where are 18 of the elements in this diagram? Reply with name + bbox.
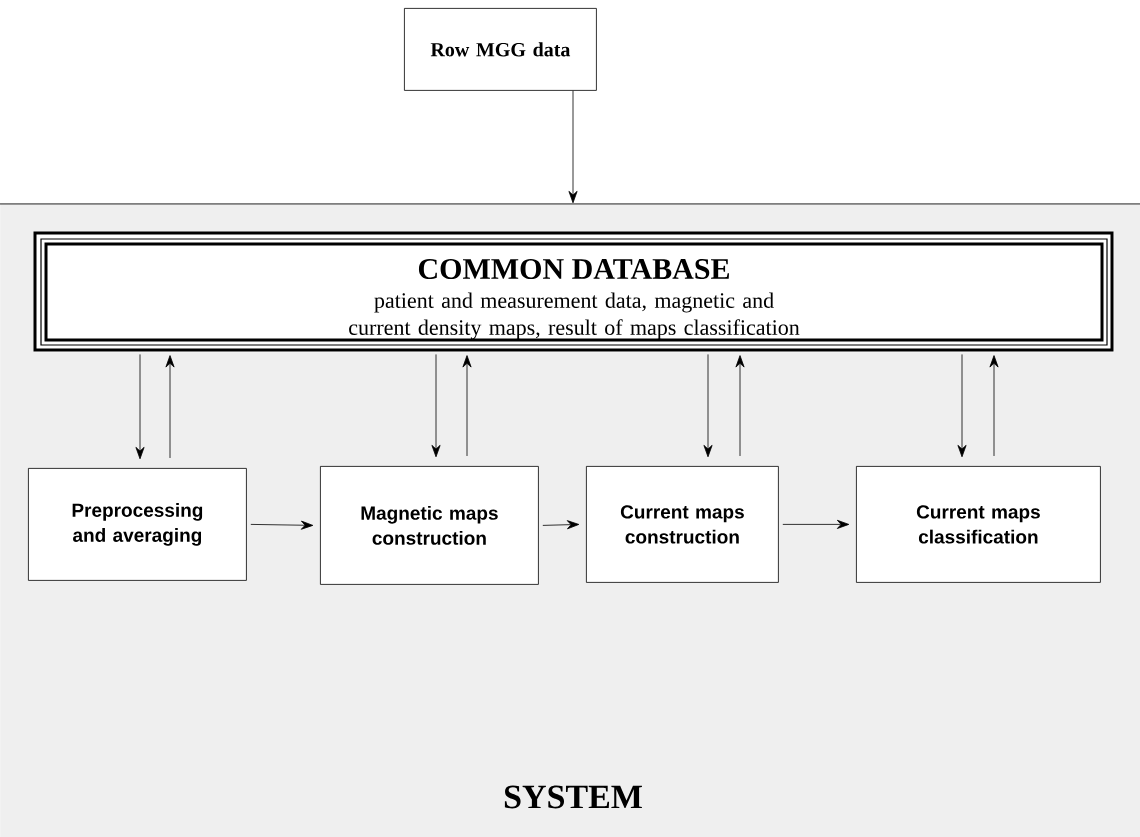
- process-box: Current maps classification: [856, 466, 1101, 583]
- arrow: [135, 354, 145, 460]
- arrow: [568, 90, 578, 204]
- arrow: [250, 520, 314, 530]
- database-box: COMMON DATABASE patient and measurement data, magnetic and current density maps, result of maps classification: [33, 231, 1115, 353]
- arrow: [703, 354, 713, 458]
- process-box: Preprocessing and averaging: [28, 468, 247, 581]
- arrow: [735, 355, 745, 457]
- arrow: [542, 520, 580, 530]
- process-box: Row MGG data: [404, 8, 597, 91]
- arrow: [431, 354, 441, 458]
- arrow: [989, 355, 999, 457]
- arrow: [462, 355, 472, 457]
- arrow: [165, 355, 175, 459]
- arrow: [957, 354, 967, 458]
- process-box: Magnetic maps construction: [320, 466, 539, 585]
- process-box: Current maps construction: [586, 466, 779, 583]
- arrow: [782, 519, 850, 529]
